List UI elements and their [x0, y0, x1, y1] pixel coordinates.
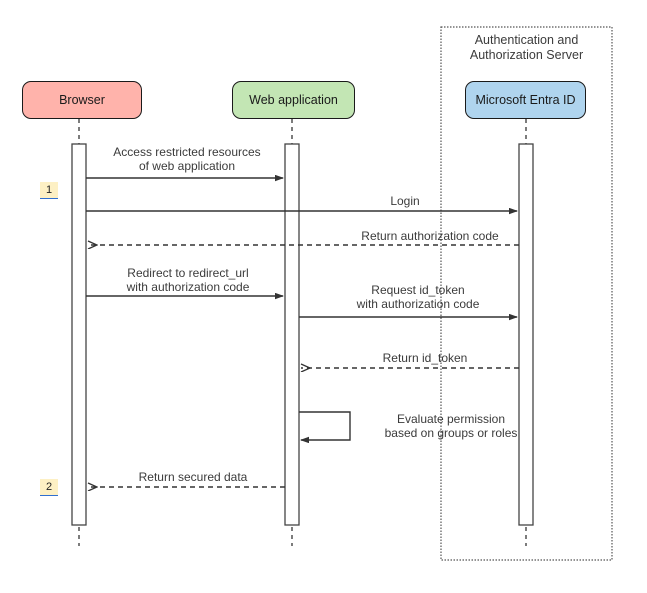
- message-label-7: Evaluate permission based on groups or r…: [384, 412, 518, 440]
- message-label-4: Redirect to redirect_url with authorizat…: [126, 266, 250, 294]
- message-label-1: Access restricted resources of web appli…: [113, 145, 261, 173]
- actor-box-webapp[interactable]: Web application: [232, 81, 355, 119]
- boundary-label: Authentication and Authorization Server: [469, 33, 584, 62]
- boundary-box: [440, 26, 613, 561]
- actor-box-entra[interactable]: Microsoft Entra ID: [465, 81, 586, 119]
- message-label-3: Return authorization code: [361, 229, 499, 243]
- activation-browser: [71, 143, 87, 526]
- message-label-2: Login: [390, 194, 420, 208]
- msg-arrow-7-self: [299, 411, 351, 444]
- message-label-8: Return secured data: [138, 470, 248, 484]
- actor-label-entra: Microsoft Entra ID: [475, 93, 576, 107]
- message-label-5: Request id_token with authorization code: [356, 283, 480, 311]
- activation-entra: [518, 143, 534, 526]
- actor-label-browser: Browser: [59, 93, 105, 107]
- message-label-6: Return id_token: [382, 351, 468, 365]
- actor-box-browser[interactable]: Browser: [22, 81, 142, 119]
- step-badge-2[interactable]: 2: [40, 479, 58, 496]
- actor-label-webapp: Web application: [249, 93, 338, 107]
- step-badge-1[interactable]: 1: [40, 182, 58, 199]
- activation-webapp: [284, 143, 300, 526]
